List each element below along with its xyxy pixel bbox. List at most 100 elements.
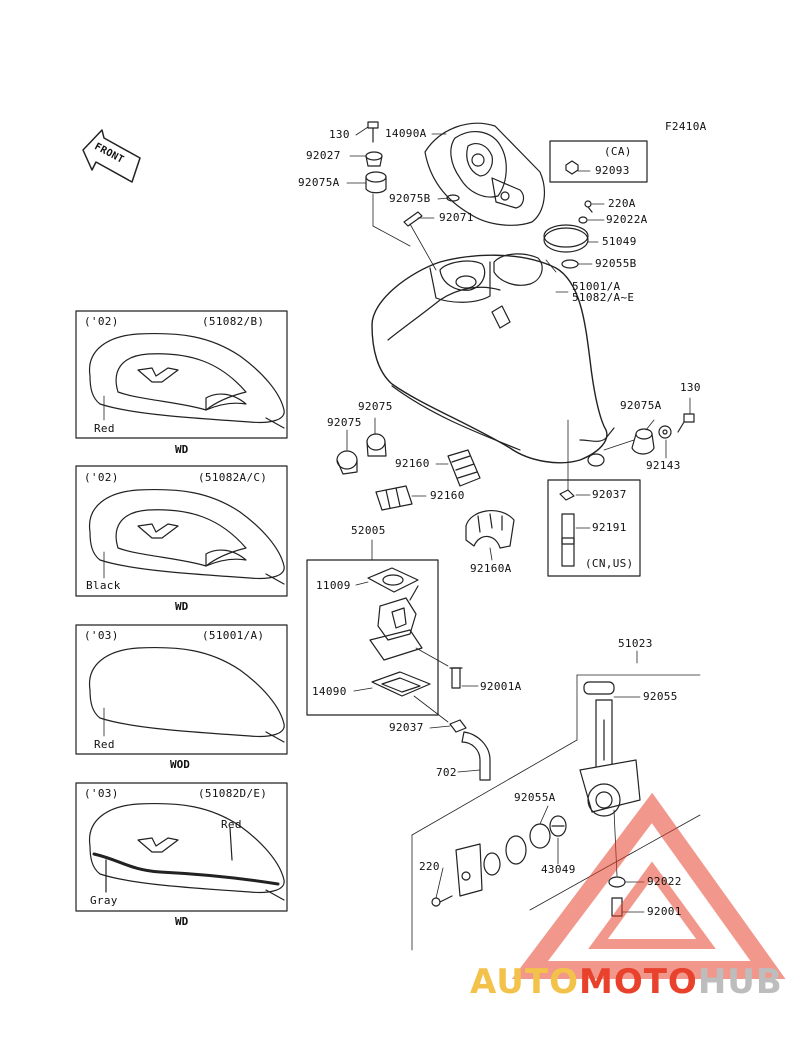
damper-92075-a xyxy=(336,450,358,475)
variant-2-year: ('02) xyxy=(84,471,119,484)
variant-2-caption: WD xyxy=(175,600,189,613)
label-92055B: 92055B xyxy=(595,257,637,270)
hose-702 xyxy=(461,731,491,781)
label-92022: 92022 xyxy=(647,875,682,888)
label-92037-bot: 92037 xyxy=(389,721,424,734)
variant-1-code: (51082/B) xyxy=(202,315,265,328)
watermark-part-3: HUB xyxy=(697,962,783,1002)
pump-box xyxy=(306,559,439,716)
watermark-logo-icon xyxy=(511,792,786,979)
label-92160-a: 92160 xyxy=(395,457,430,470)
hose-92191 xyxy=(561,513,575,567)
bolt-220A xyxy=(584,200,593,213)
label-51001A: 51001/A xyxy=(572,280,621,293)
label-51049: 51049 xyxy=(602,235,637,248)
washer-92022 xyxy=(608,876,626,888)
variant-1-color: Red xyxy=(94,422,115,435)
variant-1-year: ('02) xyxy=(84,315,119,328)
valve-parts xyxy=(455,835,527,897)
label-92037-top: 92037 xyxy=(592,488,627,501)
bolt-130-right xyxy=(677,413,695,433)
label-130-top: 130 xyxy=(329,128,350,141)
fuel-petcock xyxy=(579,699,641,817)
watermark: AUTOMOTOHUB xyxy=(470,962,783,1002)
clamp-92037-top xyxy=(559,489,575,501)
label-92001: 92001 xyxy=(647,905,682,918)
label-92075-b: 92075 xyxy=(358,400,393,413)
bolt-92001A xyxy=(449,667,463,689)
dashboard-cover xyxy=(424,122,546,226)
label-92075A-right: 92075A xyxy=(620,399,662,412)
rubber-92160A xyxy=(465,510,515,549)
label-220A: 220A xyxy=(608,197,636,210)
variant-4-caption: WD xyxy=(175,915,189,928)
label-51082AE: 51082/A~E xyxy=(572,291,635,304)
variant-box-4 xyxy=(75,782,288,912)
variant-3-caption: WOD xyxy=(170,758,190,771)
variant-box-2 xyxy=(75,465,288,597)
rubber-92160-b xyxy=(375,485,413,511)
label-11009: 11009 xyxy=(316,579,351,592)
label-92001A: 92001A xyxy=(480,680,522,693)
label-52005: 52005 xyxy=(351,524,386,537)
variant-tank-2 xyxy=(88,488,285,585)
label-92143: 92143 xyxy=(646,459,681,472)
variant-3-color: Red xyxy=(94,738,115,751)
label-92055: 92055 xyxy=(643,690,678,703)
damper-92075A-right xyxy=(631,428,655,455)
label-92191: 92191 xyxy=(592,521,627,534)
label-43049: 43049 xyxy=(541,863,576,876)
label-51023: 51023 xyxy=(618,637,653,650)
gasket-92055 xyxy=(583,681,615,695)
pump-unit xyxy=(369,585,423,661)
clamp-92037-bot xyxy=(449,719,467,733)
label-92055A: 92055A xyxy=(514,791,556,804)
label-130-right: 130 xyxy=(680,381,701,394)
variant-tank-4 xyxy=(88,802,285,901)
damper-92075-b xyxy=(366,433,387,457)
label-14090: 14090 xyxy=(312,685,347,698)
variant-box-1 xyxy=(75,310,288,439)
cap-51049 xyxy=(543,224,589,253)
fuel-tank xyxy=(371,253,615,467)
label-92022A: 92022A xyxy=(606,213,648,226)
label-92075B: 92075B xyxy=(389,192,431,205)
variant-3-year: ('03) xyxy=(84,629,119,642)
label-cnus: (CN,US) xyxy=(585,557,634,570)
label-14090A: 14090A xyxy=(385,127,427,140)
watermark-part-1: AUTO xyxy=(470,962,579,1002)
label-92160A: 92160A xyxy=(470,562,512,575)
washer-92143 xyxy=(658,425,672,439)
variant-2-code: (51082A/C) xyxy=(198,471,268,484)
bolt-130 xyxy=(367,121,379,143)
variant-4-year: ('03) xyxy=(84,787,119,800)
variant-4-color: Gray xyxy=(90,894,118,907)
rubber-92160-a xyxy=(447,449,481,487)
gasket-92055B xyxy=(561,259,579,269)
label-92027: 92027 xyxy=(306,149,341,162)
bolt-220 xyxy=(431,895,453,907)
variant-3-code: (51001/A) xyxy=(202,629,265,642)
variant-2-color: Black xyxy=(86,579,121,592)
ca-box xyxy=(549,140,648,183)
label-92160-b: 92160 xyxy=(430,489,465,502)
nut-92093 xyxy=(565,160,579,175)
variant-box-3 xyxy=(75,624,288,755)
figure-code: F2410A xyxy=(665,120,707,133)
label-220: 220 xyxy=(419,860,440,873)
label-92075-a: 92075 xyxy=(327,416,362,429)
label-ca: (CA) xyxy=(604,145,632,158)
watermark-part-2: MOTO xyxy=(578,962,698,1002)
variant-tank-3 xyxy=(88,646,285,743)
variant-tank-1 xyxy=(88,332,285,429)
washer-92022A xyxy=(578,216,588,224)
label-92075A-left: 92075A xyxy=(298,176,340,189)
front-arrow-icon xyxy=(82,129,141,183)
oring-92055A xyxy=(529,823,551,849)
damper-92075A-top xyxy=(365,171,387,194)
collar-92027 xyxy=(365,151,383,167)
label-92093: 92093 xyxy=(595,164,630,177)
variant-1-caption: WD xyxy=(175,443,189,456)
variant-4-code: (51082D/E) xyxy=(198,787,268,800)
